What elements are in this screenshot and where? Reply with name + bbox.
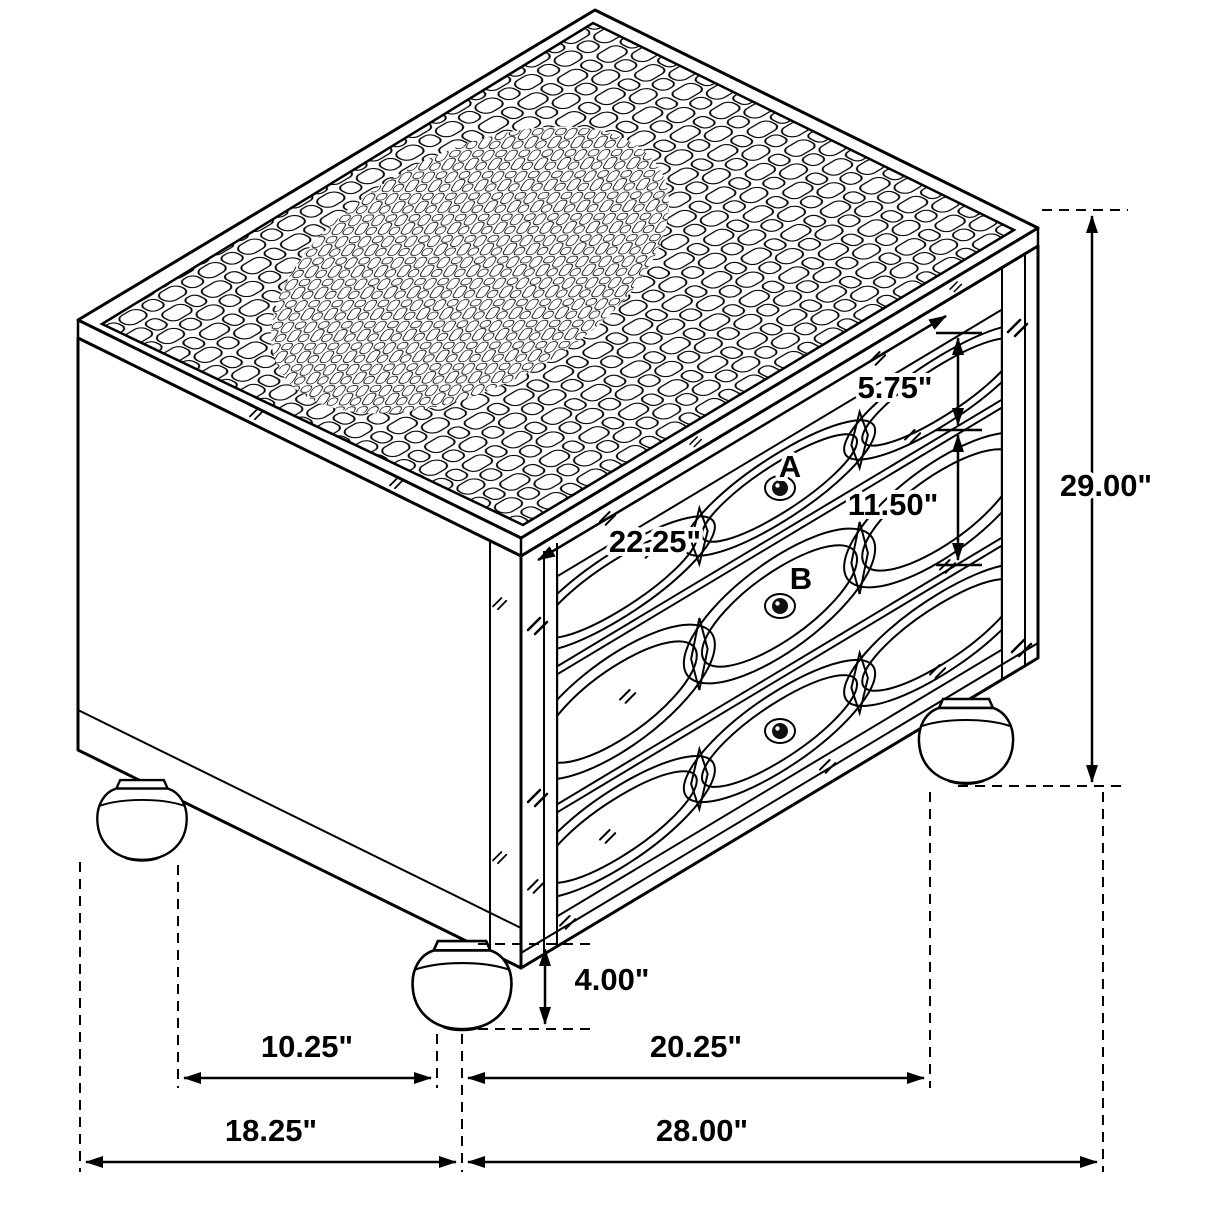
dim-drawer-a-height: 5.75"	[857, 370, 932, 405]
dim-overall-width: 28.00"	[656, 1113, 748, 1148]
foot-left	[96, 778, 188, 862]
foot-front	[411, 939, 513, 1032]
drawer-knob-c	[764, 718, 796, 744]
dim-drawer-b-height: 11.50"	[848, 487, 939, 522]
dim-feet-inner-depth: 10.25"	[261, 1029, 353, 1064]
drawer-knob-b	[764, 593, 796, 619]
dim-overall-height: 29.00"	[1060, 468, 1152, 503]
drawer-c	[557, 546, 1002, 917]
dimension-labels: 5.75" 11.50" 29.00" 22.25" 4.00" 10.25" …	[221, 366, 1156, 1152]
dimension-lines	[85, 215, 1098, 1168]
label-drawer-b: B	[790, 561, 812, 596]
dim-arrow-front-width	[537, 314, 947, 562]
label-drawer-a: A	[779, 449, 801, 484]
dim-foot-height: 4.00"	[574, 962, 649, 997]
dim-feet-inner-width: 20.25"	[650, 1029, 742, 1064]
dim-overall-depth: 18.25"	[225, 1113, 317, 1148]
extension-lines	[79, 209, 1128, 1172]
foot-right	[917, 697, 1015, 786]
dim-front-top-width: 22.25"	[609, 524, 701, 559]
